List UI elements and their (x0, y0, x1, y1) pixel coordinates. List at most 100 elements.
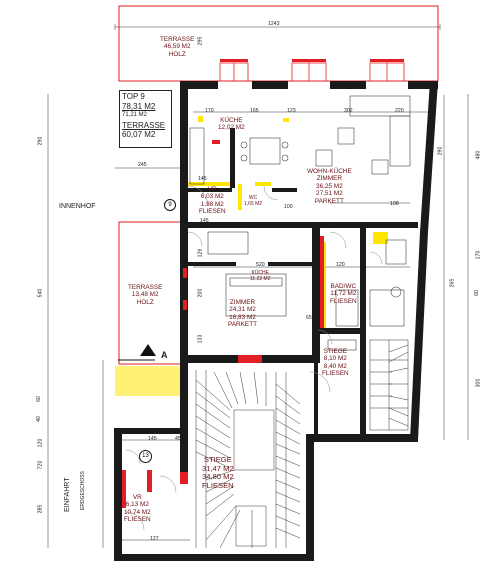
room-name: VR (132, 494, 142, 501)
room-area-secondary: 1,98 M2 (200, 200, 224, 208)
dim-520: 520 (256, 262, 265, 268)
unit-area-gross: 78,31 M2 (122, 101, 156, 111)
room-name: WC (248, 195, 258, 201)
room-area-secondary: 8,40 M2 (323, 362, 347, 370)
room-vr-bottom: VR 6,13 M2 10,74 M2 FLIESEN (124, 494, 151, 524)
dim-133: 133 (197, 334, 204, 344)
dim-290-left: 290 (37, 136, 44, 146)
staircase-main (195, 370, 301, 549)
dim-302: 302 (344, 108, 353, 114)
dim-total-width: 1243 (268, 21, 280, 27)
room-wohn-kueche: WOHN-KÜCHE ZIMMER 36,25 M2 27,51 M2 PARK… (307, 168, 352, 205)
dim-120-left: 120 (37, 438, 44, 448)
room-subname: ZIMMER (316, 175, 342, 183)
room-floor: FLIESEN (330, 297, 357, 305)
label-erdgeschoss: ERDGESCHOSS (80, 471, 86, 510)
unit-number: TOP 9 (122, 92, 145, 101)
unit-terrace-label: TERRASSE (122, 120, 166, 130)
room-terrasse-top: TERRASSE 46,59 M2 HOLZ (160, 36, 194, 58)
room-name: TERRASSE (160, 36, 195, 43)
walls (114, 81, 438, 561)
dim-145-b: 145 (200, 218, 209, 224)
room-stiege-big: STIEGE 31,47 M2 34,80 M2 FLIESEN (202, 455, 234, 490)
room-terrasse-left: TERRASSE 13,48 M2 HOLZ (128, 284, 162, 306)
yellow-marks (115, 116, 388, 396)
room-area-secondary: 27,51 M2 (316, 190, 343, 198)
room-name: TERRASSE (128, 284, 163, 291)
unit-area-net: 71,21 M2 (122, 112, 148, 119)
furniture (189, 95, 411, 351)
room-name: BAD/WC (330, 283, 357, 290)
dim-120: 120 (336, 262, 345, 268)
room-floor: HOLZ (136, 298, 154, 306)
label-innenhof: INNENHOF (59, 203, 96, 210)
dim-45: 45 (175, 436, 181, 442)
room-floor: FLIESEN (199, 208, 226, 216)
dim-60: 60 (304, 262, 310, 268)
unit-summary-box: TOP 9 78,31 M2 71,21 M2 TERRASSE 60,07 M… (119, 90, 172, 148)
dim-285: 285 (37, 504, 44, 514)
room-zimmer: ZIMMER 24,31 M2 16,83 M2 PARKETT (228, 299, 257, 329)
room-floor: FLIESEN (124, 516, 151, 524)
section-arrow (118, 344, 156, 361)
dim-145-c: 145 (148, 436, 157, 442)
room-floor: PARKETT (314, 197, 344, 205)
window-sills (220, 59, 404, 62)
dim-126: 126 (197, 248, 204, 258)
room-area: 6,03 M2 (200, 193, 224, 201)
dim-60-right: 60 (473, 290, 480, 296)
dim-123: 123 (287, 108, 296, 114)
dim-127: 127 (150, 536, 159, 542)
room-floor: HOLZ (168, 50, 186, 58)
dim-108: 108 (390, 201, 399, 207)
dim-200: 200 (197, 288, 204, 298)
room-name: WOHN-KÜCHE (307, 168, 352, 175)
room-area: 12,02 M2 (218, 124, 245, 132)
windows-top (219, 62, 405, 82)
room-bad-wc: BAD/WC 11,72 M2 FLIESEN (330, 283, 357, 305)
door-markers (183, 140, 220, 310)
room-name: KÜCHE (251, 270, 269, 276)
room-area-secondary: 34,80 M2 (202, 472, 234, 482)
room-area: 11,72 M2 (330, 290, 357, 298)
room-area-secondary: 10,74 M2 (124, 508, 151, 516)
dim-245: 245 (138, 162, 147, 168)
room-area: 8,10 M2 (323, 355, 347, 363)
room-area: 46,59 M2 (163, 43, 191, 51)
dimension-lines (47, 24, 469, 548)
room-name: ZIMMER (229, 299, 256, 306)
label-einfahrt: EINFAHRT (64, 477, 71, 513)
dim-220-top: 220 (395, 108, 404, 114)
room-kueche-mid: KÜCHE 11,22 M2 (250, 270, 270, 282)
dim-480: 480 (475, 150, 482, 160)
unit-terrace-area: 60,07 M2 (122, 130, 156, 140)
room-name: STIEGE (203, 455, 232, 464)
room-area: 36,25 M2 (316, 182, 343, 190)
door-swings (125, 185, 383, 531)
room-area-secondary: 16,83 M2 (229, 313, 256, 321)
marker-9: 9 (164, 199, 176, 211)
room-vr: VR 6,03 M2 1,98 M2 FLIESEN (199, 186, 226, 216)
room-name: VR (207, 186, 217, 193)
room-name: STIEGE (323, 348, 348, 355)
dim-170: 170 (205, 108, 214, 114)
dim-720: 720 (37, 460, 44, 470)
dim-265-right: 265 (449, 278, 456, 288)
dim-65: 65 (306, 315, 312, 321)
dim-100: 100 (284, 204, 293, 210)
dim-60-left: 60 (35, 396, 42, 402)
room-area: 31,47 M2 (202, 463, 234, 473)
room-area: 11,22 M2 (250, 276, 271, 282)
room-area: 1,65 M2 (244, 201, 263, 207)
room-kueche-top: KÜCHE 12,02 M2 (218, 117, 245, 132)
dim-40: 40 (35, 416, 42, 422)
section-label-a: A (161, 350, 168, 360)
dim-300-right: 300 (475, 378, 482, 388)
dim-290-top: 290 (437, 146, 444, 156)
dim-540: 540 (37, 288, 44, 298)
room-stiege-small: STIEGE 8,10 M2 8,40 M2 FLIESEN (322, 348, 349, 378)
room-name: KÜCHE (220, 117, 243, 124)
room-floor: FLIESEN (202, 480, 234, 490)
room-area: 13,48 M2 (131, 291, 159, 299)
